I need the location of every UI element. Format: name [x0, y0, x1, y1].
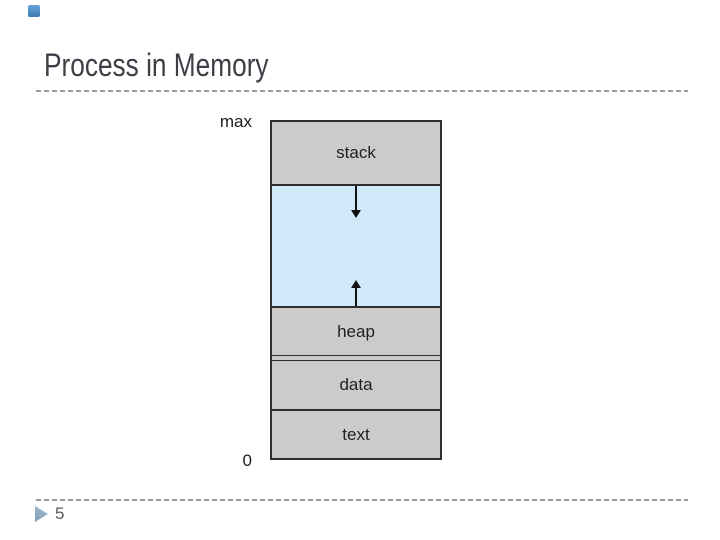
- title-divider: [36, 90, 688, 92]
- page-number: 5: [55, 504, 65, 523]
- segment-label-data: data: [339, 375, 373, 394]
- segment-label-heap: heap: [337, 321, 375, 341]
- segment-label-stack: stack: [336, 143, 376, 162]
- arrow-shaft: [355, 186, 357, 210]
- segment-divider: [272, 306, 440, 308]
- segment-divider: [272, 184, 440, 186]
- page-title: Process in Memory: [44, 47, 269, 83]
- theme-accent-square-icon: [28, 5, 40, 17]
- address-label-zero: 0: [242, 451, 252, 470]
- segment-divider-double: [272, 355, 440, 361]
- arrow-head-down: [351, 210, 361, 218]
- heap-growth-arrow-icon: [351, 280, 361, 306]
- footer-divider: [36, 499, 688, 501]
- segment-divider: [272, 409, 440, 411]
- address-label-max: max: [219, 112, 252, 131]
- memory-segment-data: data: [272, 361, 440, 409]
- memory-segment-text: text: [272, 411, 440, 458]
- arrow-head-up: [351, 280, 361, 288]
- memory-segment-stack: stack: [272, 122, 440, 184]
- footer-bullet-triangle-icon: [35, 506, 48, 522]
- memory-segment-free-space: [272, 186, 440, 306]
- memory-layout-diagram: stack heap data text: [270, 120, 442, 460]
- memory-segment-heap: heap: [272, 308, 440, 355]
- segment-label-text: text: [342, 424, 370, 444]
- stack-growth-arrow-icon: [351, 186, 361, 218]
- arrow-shaft: [355, 288, 357, 306]
